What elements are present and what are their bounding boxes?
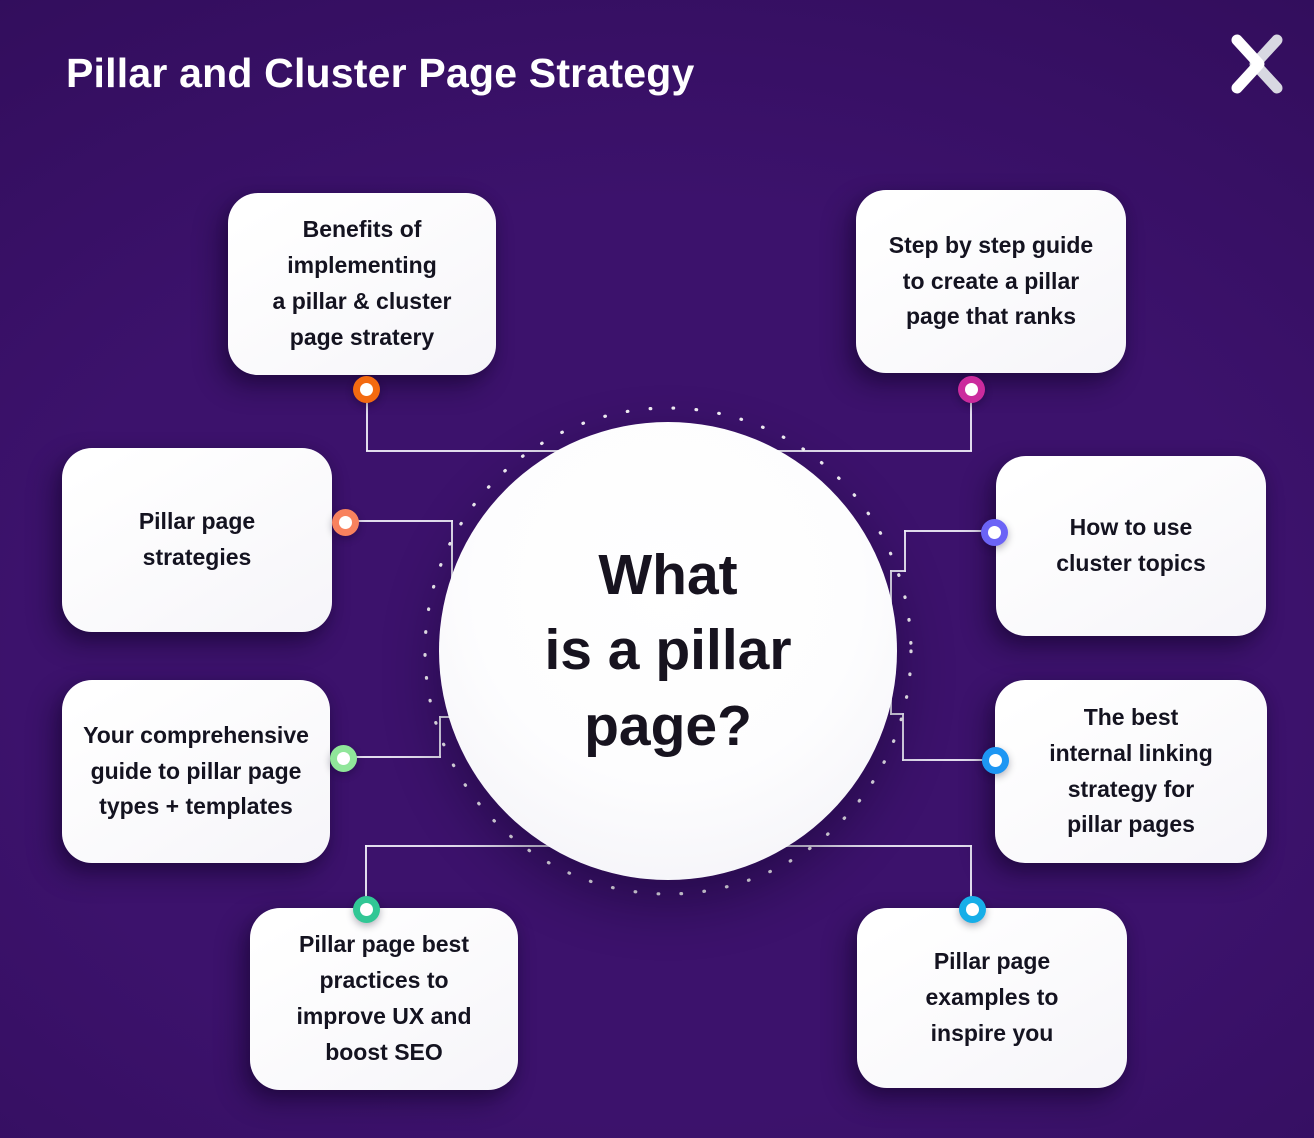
connector-dot-examples <box>959 896 986 923</box>
connector-line-segment <box>343 756 441 758</box>
card-pillar-page-strategies: Pillar page strategies <box>62 448 332 632</box>
dot-core <box>337 752 350 765</box>
connector-line-segment <box>779 845 972 847</box>
card-best-practices-label: Pillar page best practices to improve UX… <box>296 931 472 1065</box>
center-circle-text: What is a pillar page? <box>544 543 792 758</box>
card-best-practices: Pillar page best practices to improve UX… <box>250 908 518 1090</box>
card-benefits-label: Benefits of implementing a pillar & clus… <box>272 216 452 350</box>
card-examples: Pillar page examples to inspire you <box>857 908 1127 1088</box>
card-step-by-step-guide-label: Step by step guide to create a pillar pa… <box>888 231 1094 330</box>
connector-line-segment <box>439 716 441 758</box>
connector-dot-benefits <box>353 376 380 403</box>
connector-line-segment <box>345 520 453 522</box>
connector-dot-cluster-topics <box>981 519 1008 546</box>
connector-line-segment <box>366 389 368 451</box>
center-circle: What is a pillar page? <box>439 422 897 880</box>
dot-core <box>966 903 979 916</box>
connector-line-segment <box>366 450 562 452</box>
connector-line-segment <box>970 389 972 451</box>
connector-line-segment <box>902 713 904 761</box>
connector-line-segment <box>970 845 972 900</box>
card-comprehensive-guide-label: Your comprehensive guide to pillar page … <box>83 721 309 820</box>
card-cluster-topics: How to use cluster topics <box>996 456 1266 636</box>
connector-line-segment <box>902 759 995 761</box>
card-cluster-topics-label: How to use cluster topics <box>1056 514 1206 576</box>
page-title: Pillar and Cluster Page Strategy <box>66 50 695 96</box>
connector-dot-best-practices <box>353 896 380 923</box>
card-internal-linking: The best internal linking strategy for p… <box>995 680 1267 863</box>
connector-line-segment <box>890 713 904 715</box>
connector-line-segment <box>890 570 906 572</box>
x-logo-icon <box>1231 34 1283 94</box>
card-benefits: Benefits of implementing a pillar & clus… <box>228 193 496 375</box>
connector-line-segment <box>904 530 994 532</box>
card-internal-linking-label: The best internal linking strategy for p… <box>1049 703 1213 838</box>
card-examples-label: Pillar page examples to inspire you <box>925 948 1059 1046</box>
connector-line-segment <box>904 530 906 572</box>
card-comprehensive-guide: Your comprehensive guide to pillar page … <box>62 680 330 863</box>
dotted-ring <box>423 406 913 896</box>
connector-dot-strategies <box>332 509 359 536</box>
dot-core <box>360 383 373 396</box>
card-step-by-step-guide: Step by step guide to create a pillar pa… <box>856 190 1126 373</box>
dot-core <box>965 383 978 396</box>
connector-line-segment <box>776 450 972 452</box>
dot-core <box>988 526 1001 539</box>
dot-core <box>989 754 1002 767</box>
dot-core <box>339 516 352 529</box>
connector-dot-comprehensive-guide <box>330 745 357 772</box>
connector-dot-internal-linking <box>982 747 1009 774</box>
connector-line-segment <box>365 845 557 847</box>
connector-line-segment <box>439 716 453 718</box>
connector-dot-step-guide <box>958 376 985 403</box>
connector-line-segment <box>365 845 367 900</box>
dot-core <box>360 903 373 916</box>
card-pillar-page-strategies-label: Pillar page strategies <box>138 508 256 570</box>
